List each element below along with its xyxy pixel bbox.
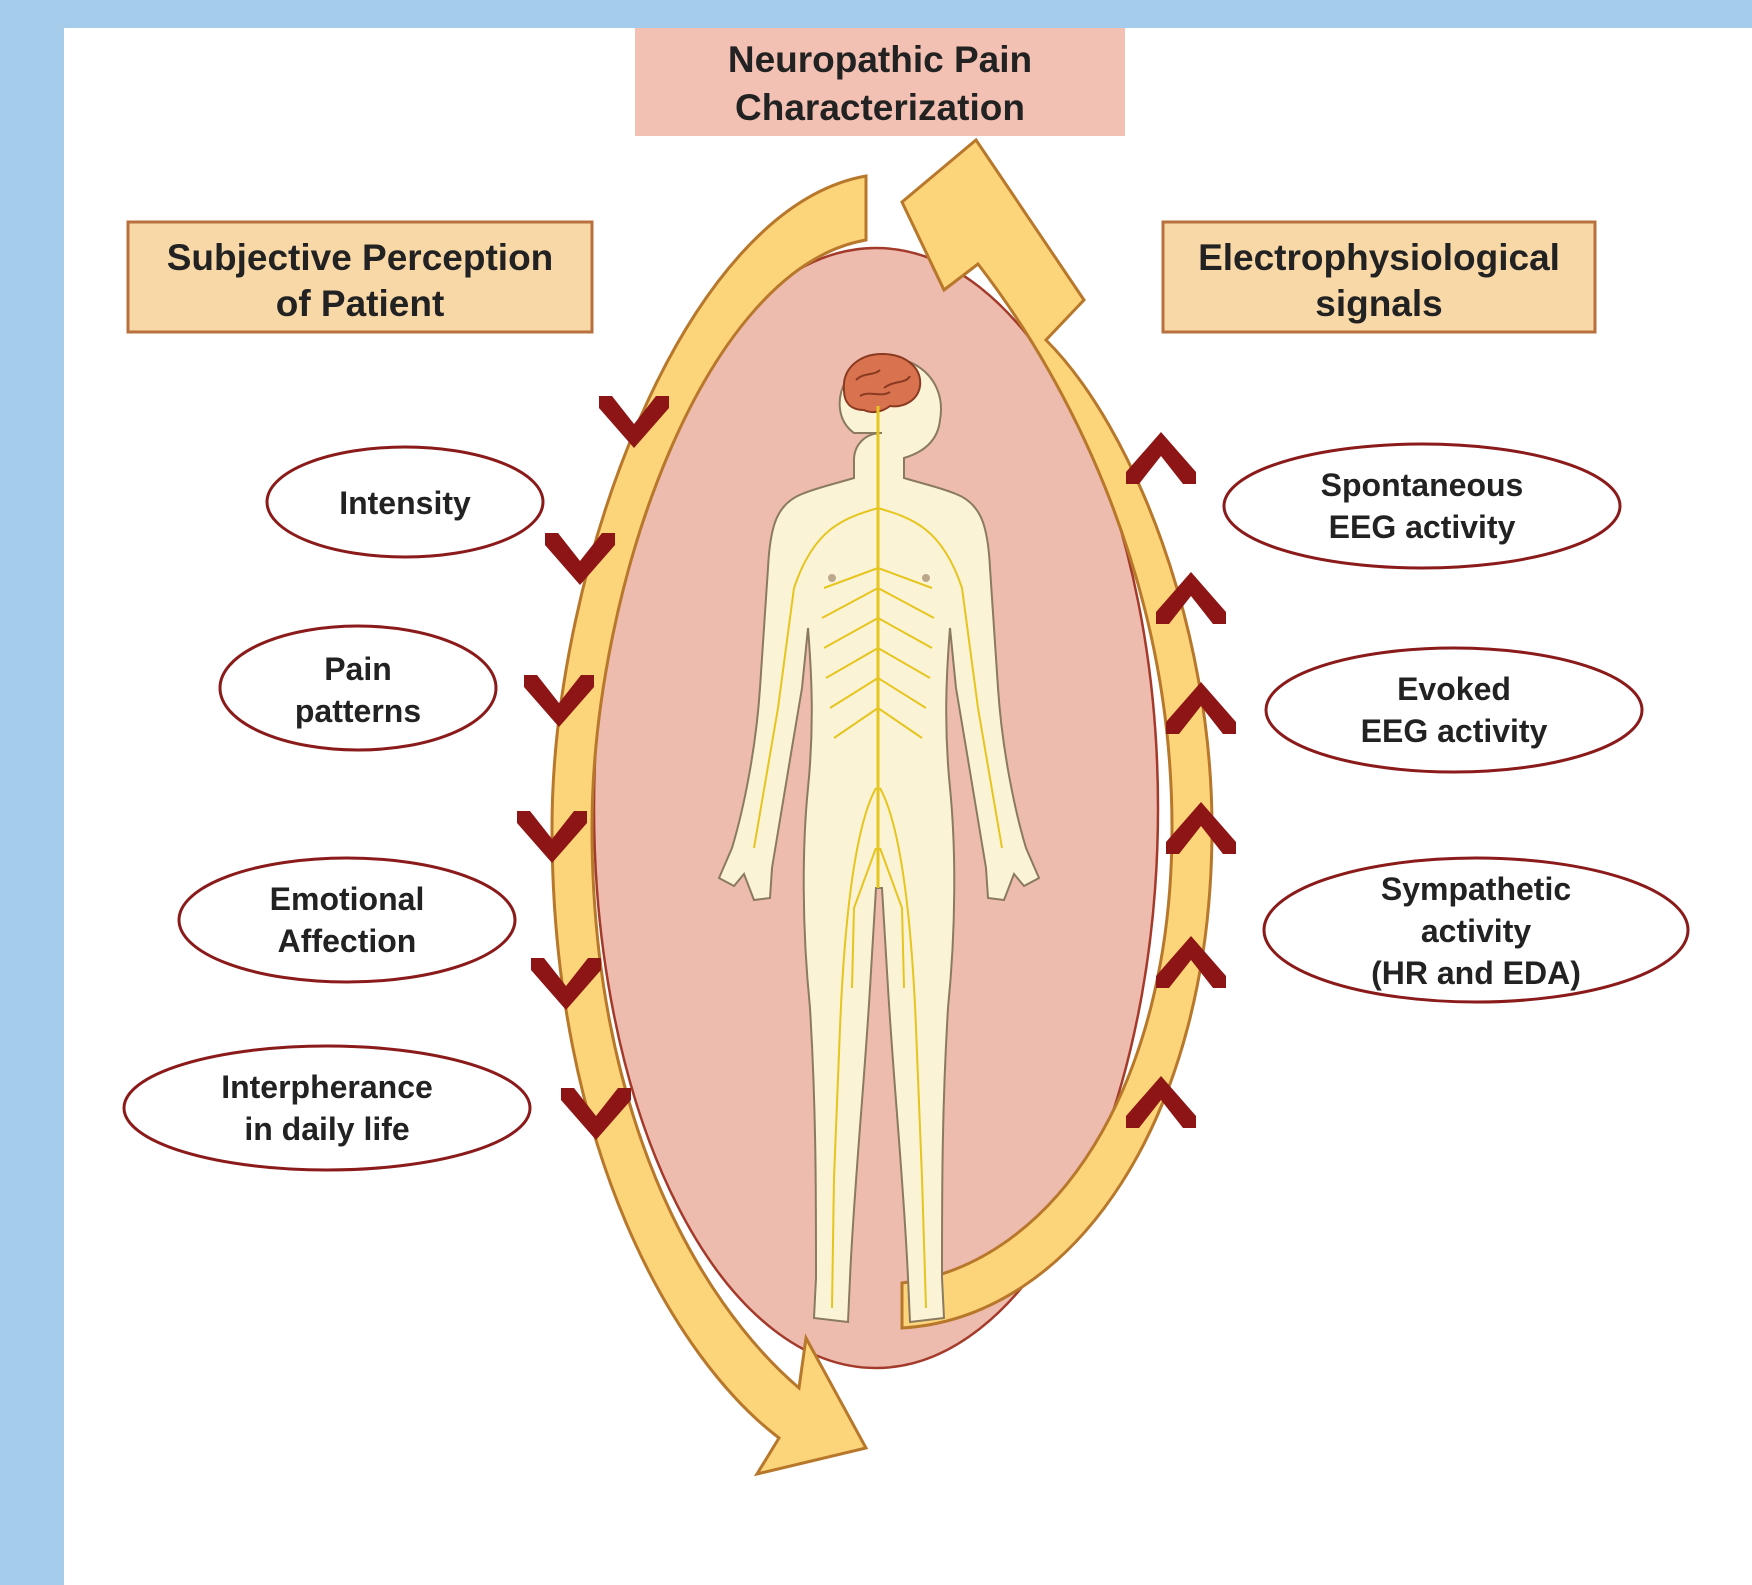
left-item-interpherance: Interpherance in daily life (124, 1046, 530, 1170)
right-item-spontaneous-eeg: Spontaneous EEG activity (1224, 444, 1620, 568)
right-item-evoked-eeg: Evoked EEG activity (1266, 648, 1642, 772)
item-ellipse (1224, 444, 1620, 568)
right-header-box: Electrophysiological signals (1163, 222, 1595, 332)
left-header-line-1: Subjective Perception (167, 237, 554, 278)
item-label: Pain (324, 651, 392, 687)
item-ellipse (1266, 648, 1642, 772)
brain (844, 354, 920, 412)
item-label: Emotional (270, 881, 425, 917)
item-label: activity (1421, 913, 1531, 949)
item-label: EEG activity (1361, 713, 1548, 749)
right-chevron (1126, 432, 1196, 484)
item-ellipse (124, 1046, 530, 1170)
right-header-line-1: Electrophysiological (1198, 237, 1560, 278)
item-label: Affection (278, 923, 417, 959)
item-label: in daily life (244, 1111, 409, 1147)
title-line-2: Characterization (735, 87, 1025, 128)
item-label: Interpherance (221, 1069, 433, 1105)
item-label: EEG activity (1329, 509, 1516, 545)
right-item-sympathetic-activity: Sympathetic activity (HR and EDA) (1264, 858, 1688, 1002)
item-label: Evoked (1397, 671, 1511, 707)
right-header-line-2: signals (1315, 283, 1443, 324)
left-header-line-2: of Patient (276, 283, 445, 324)
item-label: Sympathetic (1381, 871, 1571, 907)
item-ellipse (179, 858, 515, 982)
nipple-right (922, 574, 930, 582)
item-label: patterns (295, 693, 421, 729)
item-ellipse (220, 626, 496, 750)
title-line-1: Neuropathic Pain (728, 39, 1032, 80)
diagram-canvas: Neuropathic Pain Characterization Subjec… (64, 28, 1752, 1585)
left-header-box: Subjective Perception of Patient (128, 222, 592, 332)
left-item-emotional-affection: Emotional Affection (179, 858, 515, 982)
diagram-svg: Neuropathic Pain Characterization Subjec… (64, 28, 1752, 1585)
title-box: Neuropathic Pain Characterization (635, 28, 1125, 136)
item-label: Spontaneous (1321, 467, 1524, 503)
left-item-pain-patterns: Pain patterns (220, 626, 496, 750)
item-label: Intensity (339, 485, 471, 521)
nipple-left (828, 574, 836, 582)
left-item-intensity: Intensity (267, 447, 543, 557)
item-label: (HR and EDA) (1371, 955, 1581, 991)
